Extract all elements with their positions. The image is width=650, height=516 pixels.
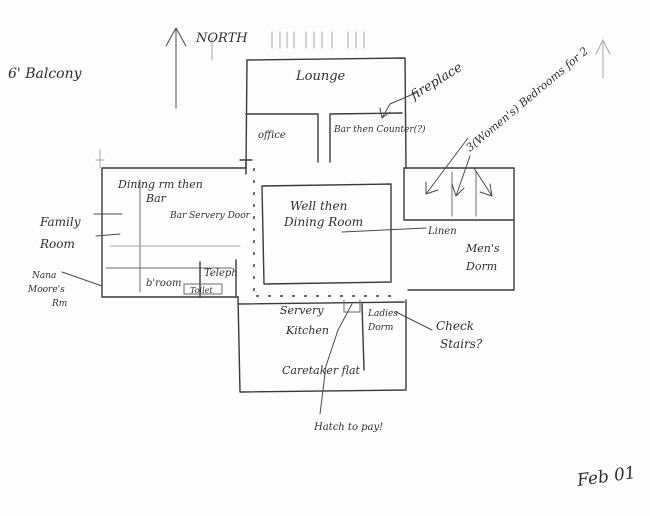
hatching-top (271, 31, 365, 49)
right-wing-walls (403, 167, 515, 291)
nanas-room-label-1: Nana (31, 271, 56, 281)
small-rooms (183, 259, 237, 298)
date-label: Feb 01 (575, 463, 637, 491)
balcony-edge (95, 37, 213, 169)
ladies-dorm-label-1: Ladies (367, 309, 398, 319)
bedrooms-label: 3(Women's) Bedrooms for 2 (464, 45, 591, 155)
family-room-label-2: Room (39, 237, 75, 251)
north-arrow-left (165, 27, 187, 109)
north-label: NORTH (195, 31, 248, 46)
leader-lines (61, 91, 433, 415)
well-dining-label-1: Well then (290, 199, 347, 213)
lounge-walls (245, 57, 407, 169)
family-room-label-1: Family (39, 215, 81, 229)
teleph-label: Teleph (204, 268, 238, 279)
check-stairs-label-1: Check (436, 319, 474, 333)
bar-servery-label: Bar Servery Door (169, 211, 251, 221)
balcony-label: 6' Balcony (8, 66, 83, 82)
check-stairs-label-2: Stairs? (440, 337, 483, 351)
fireplace-label: fireplace (407, 60, 465, 104)
linen-label: Linen (427, 226, 457, 237)
lounge-label: Lounge (295, 69, 346, 84)
dining-bar-label-1: Dining rm then (117, 178, 203, 191)
well-dining-label-2: Dining Room (283, 215, 363, 229)
caretaker-flat-label: Caretaker flat (282, 364, 361, 377)
dining-bar-walls (101, 167, 247, 298)
broom-label: b'room (146, 278, 181, 289)
mens-dorm-label-1: Men's (465, 242, 500, 255)
hatch-label: Hatch to pay! (313, 422, 383, 433)
bar-counter-label: Bar then Counter(?) (333, 124, 426, 135)
kitchen-label: Kitchen (285, 324, 329, 337)
dining-bar-label-2: Bar (145, 192, 167, 205)
servery-label: Servery (280, 304, 324, 317)
ladies-dorm-label-2: Dorm (367, 323, 393, 333)
mens-dorm-label-2: Dorm (465, 260, 497, 273)
north-arrow-right (595, 38, 611, 79)
nanas-room-label-3: Rm (51, 299, 67, 309)
well-dining-walls (239, 159, 400, 297)
office-label: office (258, 130, 286, 141)
toilet-label: Toilet (190, 286, 213, 295)
bedroom-arrows (425, 137, 493, 197)
nanas-room-label-2: Moore's (27, 285, 65, 295)
